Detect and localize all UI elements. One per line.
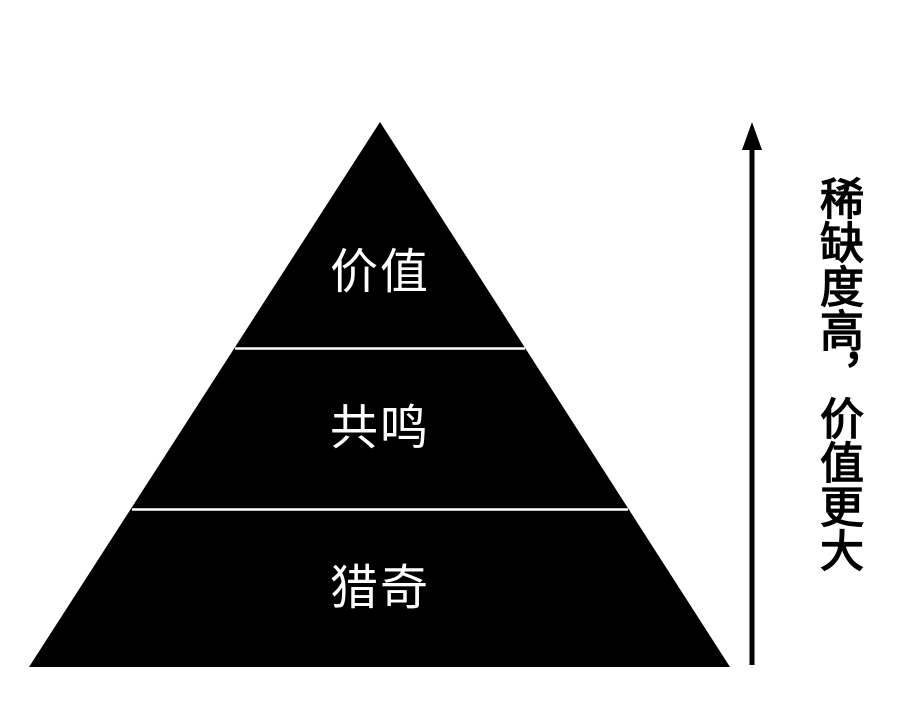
up-arrow-icon: [742, 122, 762, 665]
arrow-head: [742, 122, 762, 150]
pyramid-tier-label-middle: 共鸣: [329, 400, 431, 456]
pyramid-tier-label-top: 价值: [329, 244, 431, 300]
scarcity-value-caption: 稀缺度高，价值更大: [812, 176, 863, 572]
arrow-shaft: [749, 146, 755, 665]
pyramid-body: [29, 122, 730, 667]
pyramid-tier-label-bottom: 猎奇: [329, 560, 431, 616]
